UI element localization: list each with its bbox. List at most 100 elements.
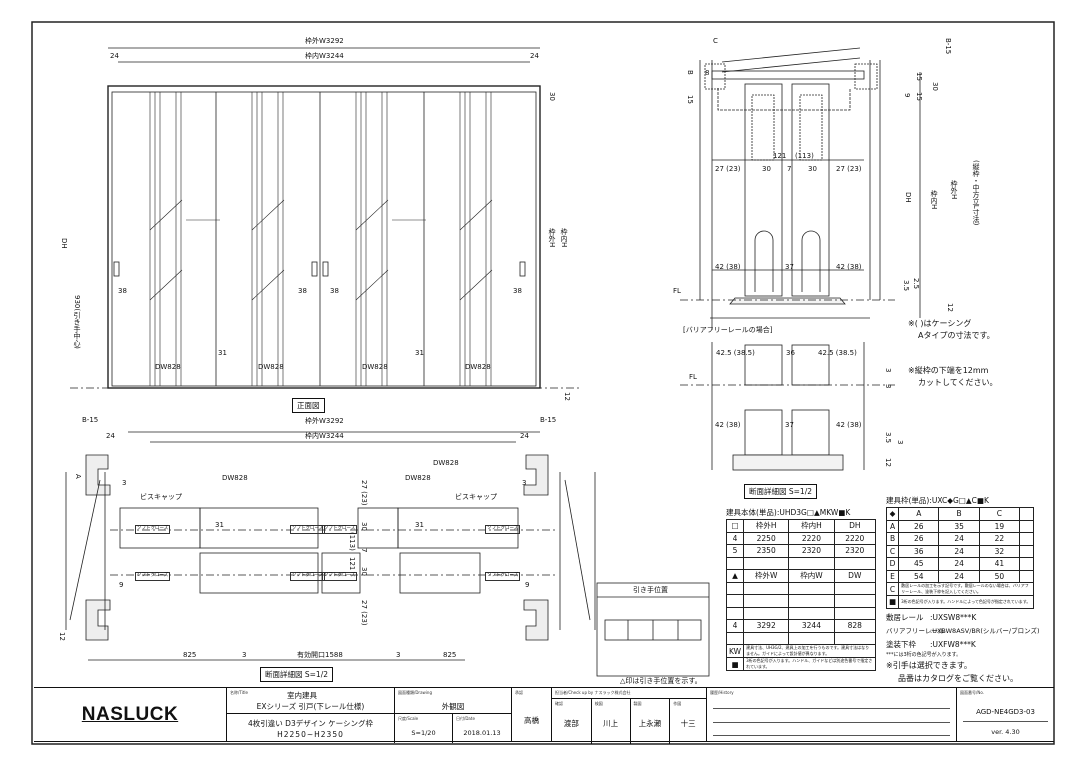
vs-37: 37 <box>785 263 794 271</box>
barrier-rail-label: バリアフリーレール <box>886 627 945 635</box>
ps-24-right: 24 <box>520 432 529 440</box>
ps-3-left: 3 <box>122 479 127 487</box>
logo-text: NASLUCK <box>81 703 179 725</box>
front-dim-38: 38 <box>330 287 339 295</box>
cell: DW <box>833 569 877 583</box>
vs-27r: 27 (23) <box>836 165 862 173</box>
checker: 渡部 <box>563 719 579 728</box>
cell: 41 <box>978 557 1021 571</box>
role: 確認 <box>555 701 563 706</box>
ps-inner-width: 枠内W3244 <box>305 432 344 440</box>
vs-42-5l: 42.5 (38.5) <box>716 349 755 357</box>
label: 承認 <box>515 690 523 695</box>
vs-inner-h: 枠内H <box>930 190 938 210</box>
cell: 2220 <box>833 531 877 545</box>
ps-b15-left: B-15 <box>82 416 99 424</box>
ps-3-m: 3 <box>396 651 401 659</box>
table-row: ■3桁の色記号が入ります。ハンドルによって色記号が指定されています。 <box>885 595 1034 609</box>
ps-9-left: 9 <box>119 581 124 589</box>
sill-rail-value: :UXSW8***K <box>930 613 977 622</box>
vs-3c: 3 <box>896 440 904 445</box>
vs-b15: B-15 <box>944 38 952 55</box>
role: 製図 <box>633 701 642 706</box>
vs-3b: 3 <box>884 384 892 389</box>
front-view-drawing <box>70 47 580 389</box>
vs-barrier-title: [バリアフリーレールの場合] <box>683 326 773 334</box>
product-desc: 4枚引違い D3デザイン ケーシング枠 <box>248 719 373 728</box>
check-cell: 担当者/Check up by ナスラック株式会社 確認渡部 検図川上 製図上永… <box>551 688 706 744</box>
approver: 高橋 <box>524 716 539 725</box>
catalog-note: 品番はカタログをご覧ください。 <box>898 674 1018 683</box>
cell: 枠外H <box>743 519 790 533</box>
ps-825-left: 825 <box>183 651 197 659</box>
approve-cell: 承認 高橋 <box>511 688 551 741</box>
vs-dh: DH <box>904 192 912 203</box>
color-note: ***には3桁の色記号が入ります。 <box>886 652 962 658</box>
ps-825-right: 825 <box>443 651 457 659</box>
cell: 24 <box>938 569 980 583</box>
vs-2-5: 2.5 <box>912 278 920 290</box>
cell: 26 <box>898 532 940 546</box>
paint-frame-label: 塗装下枠 <box>886 640 916 649</box>
front-dw: DW828 <box>155 363 181 371</box>
product-size: H2250~H2350 <box>277 730 344 739</box>
cell: □ <box>725 519 745 533</box>
front-dw: DW828 <box>258 363 284 371</box>
cell: C <box>885 544 900 558</box>
number-cell: 図面番号/No. AGD-NE4GD3-03 ver. 4.30 <box>956 688 1054 741</box>
vs-42l-b: 42 (38) <box>715 421 741 429</box>
product-series: EXシリーズ 引戸(下レール仕様) <box>256 702 365 711</box>
ps-24-left: 24 <box>106 432 115 440</box>
cell: ■ <box>885 595 900 609</box>
vs-27l: 27 (23) <box>715 165 741 173</box>
soft-close-arrow-right: ソフトクローズ <box>485 525 521 534</box>
checker: 川上 <box>603 719 619 728</box>
cell: 54 <box>898 569 940 583</box>
front-dim-12: 12 <box>563 392 571 401</box>
cell: 2220 <box>788 531 835 545</box>
vs-42-5r: 42.5 (38.5) <box>818 349 857 357</box>
cell: 2320 <box>788 544 835 558</box>
vs-9: 9 <box>903 93 911 98</box>
soft-close-arrow-right: ソフトクローズ <box>290 572 326 581</box>
soft-close-arrow-left: ソフトクローズ <box>322 572 358 581</box>
barrier-rail-value: :UXBW8ASV/BR(シルバー/ブロンズ) <box>930 627 1040 635</box>
cell: B <box>938 507 980 521</box>
cell: KW <box>725 644 745 658</box>
cell: 3244 <box>788 619 835 633</box>
table-row <box>725 556 877 570</box>
vs-fl-2: FL <box>689 373 697 381</box>
cell: C <box>885 582 900 596</box>
cell: ◆ <box>885 507 900 521</box>
soft-close-arrow-right: ソフトクローズ <box>485 572 521 581</box>
cell: 24 <box>938 557 980 571</box>
front-dim-38: 38 <box>513 287 522 295</box>
front-view-title: 正面図 <box>292 398 325 413</box>
vs-15c: 15 <box>915 92 923 101</box>
cell: 19 <box>978 519 1021 533</box>
soft-close-arrow-left: ソフトクローズ <box>135 572 171 581</box>
handle-position-title: 引き手位置 <box>633 586 668 594</box>
ps-3-right: 3 <box>522 479 527 487</box>
cell: 45 <box>898 557 940 571</box>
cell-note: 3桁の色記号が入ります。ハンドルによって色記号が指定されています。 <box>898 595 1034 609</box>
vs-12b: 12 <box>884 458 892 467</box>
plan-section-drawing <box>65 431 596 661</box>
vs-7: 7 <box>787 165 792 173</box>
cell: 36 <box>898 544 940 558</box>
cell: 24 <box>938 532 980 546</box>
cell: 枠内W <box>788 569 835 583</box>
ps-outer-width: 枠外W3292 <box>305 417 344 425</box>
cell: 32 <box>978 544 1021 558</box>
cell: 50 <box>978 569 1021 583</box>
handle-position-diagram <box>596 582 710 677</box>
history-cell: 履歴/History <box>706 688 956 741</box>
front-dw: DW828 <box>362 363 388 371</box>
cell: 2320 <box>833 544 877 558</box>
cell: 2350 <box>743 544 790 558</box>
